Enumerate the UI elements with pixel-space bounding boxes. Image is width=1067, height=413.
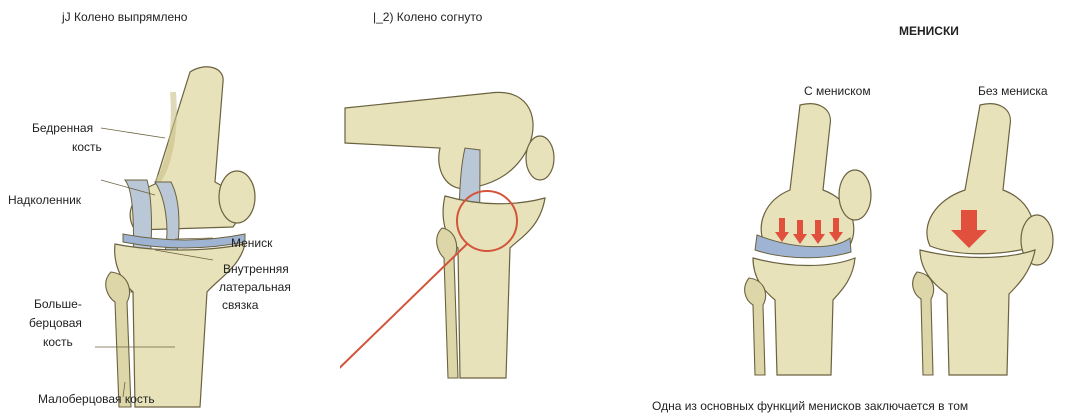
patella-bone [526, 136, 554, 180]
tibia-bone [753, 258, 855, 375]
knee-flexed-illustration [340, 88, 580, 388]
fibula-bone [913, 272, 934, 375]
with-meniscus-label: С мениском [804, 84, 871, 98]
tibia-bone [443, 196, 545, 378]
knee-with-meniscus-illustration [735, 100, 875, 380]
menisci-title: МЕНИСКИ [899, 24, 959, 38]
knee-without-meniscus-illustration [905, 100, 1055, 380]
figure2-caption: |_2) Колено согнуто [373, 10, 482, 24]
label-patella: Надколенник [8, 193, 81, 207]
label-meniscus: Мениск [231, 236, 272, 250]
patella-bone [839, 170, 871, 220]
label-tibia-line1: Больше- [34, 297, 82, 311]
menisci-note: Одна из основных функций менисков заключ… [652, 399, 968, 413]
label-ligament-line3: связка [222, 298, 258, 312]
fibula-bone [437, 228, 458, 378]
label-tibia-line3: кость [43, 335, 73, 349]
femur-bone [345, 92, 533, 188]
label-ligament-line1: Внутренняя [223, 262, 289, 276]
without-meniscus-label: Без мениска [978, 84, 1048, 98]
label-femur-line1: Бедренная [32, 121, 93, 135]
label-fibula: Малоберцовая кость [38, 392, 155, 406]
fibula-bone [745, 278, 766, 375]
label-tibia-line2: берцовая [29, 316, 82, 330]
femur-bone [761, 104, 854, 253]
knee-extended-illustration [95, 52, 325, 412]
figure1-caption: jJ Колено выпрямлено [62, 10, 187, 24]
patella-bone [219, 171, 255, 223]
tibia-bone [920, 250, 1035, 375]
fibula-bone [106, 272, 131, 407]
label-femur-line2: кость [72, 140, 102, 154]
label-ligament-line2: латеральная [219, 280, 291, 294]
